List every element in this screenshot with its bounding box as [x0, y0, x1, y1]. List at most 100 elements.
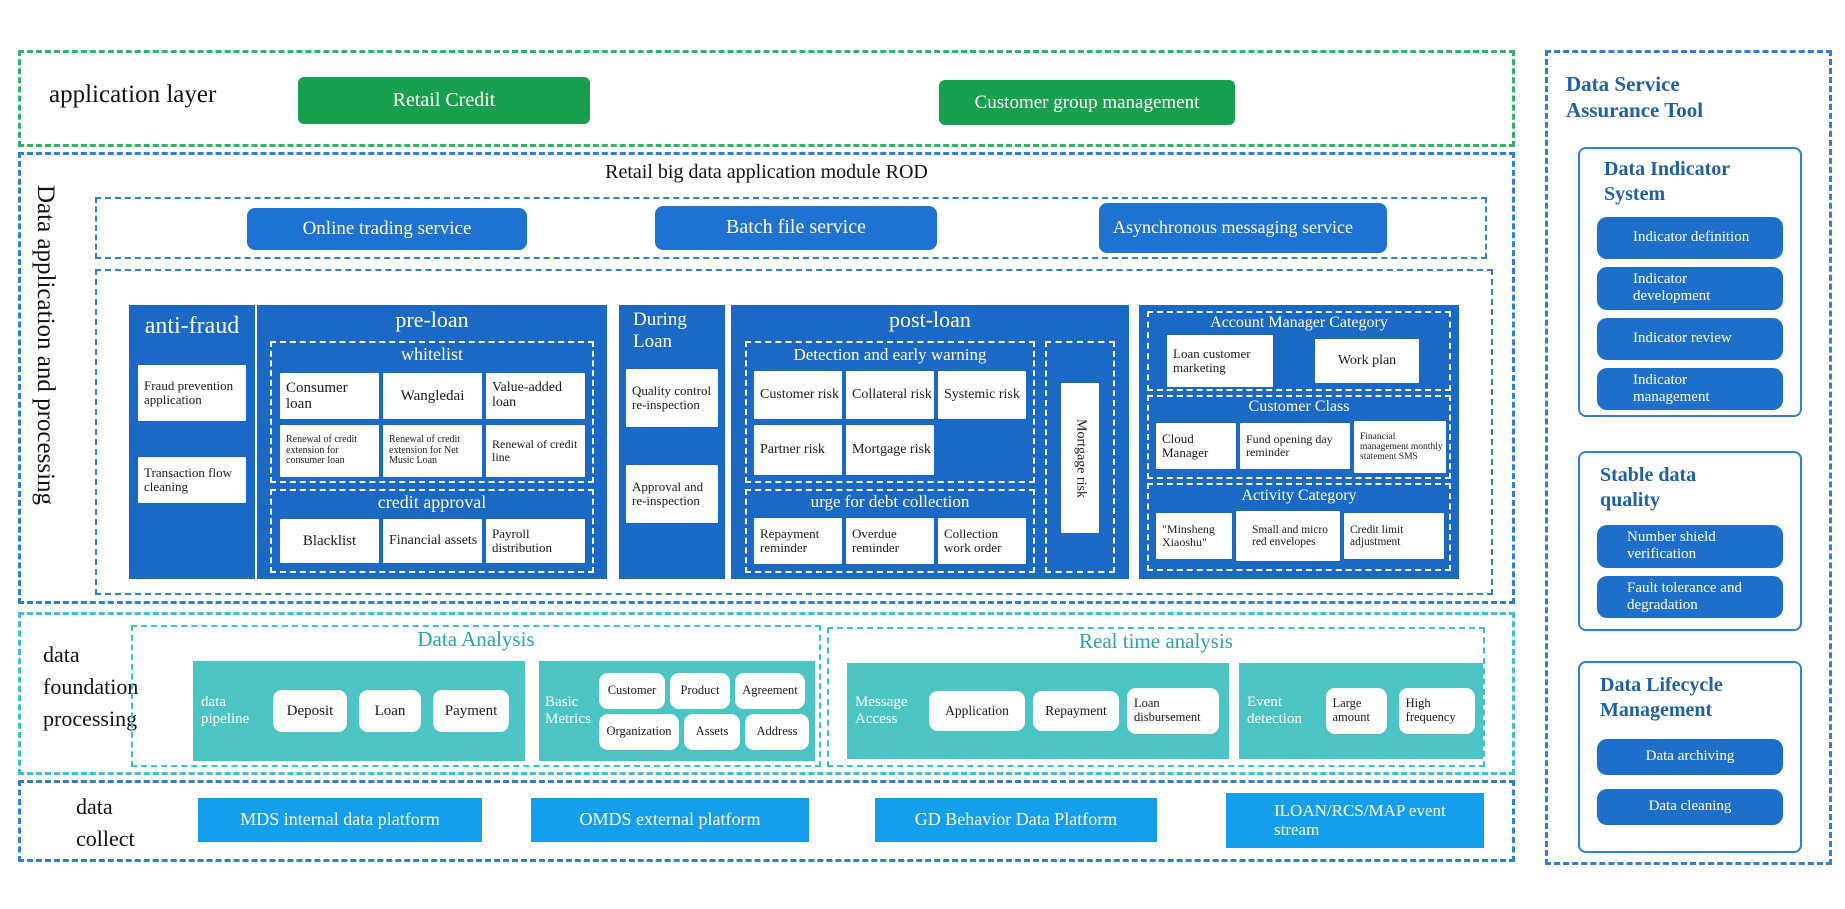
account-item: Work plan: [1315, 339, 1419, 383]
loan-disbursement-button[interactable]: Loan disbursement: [1127, 688, 1219, 734]
data-service-assurance-box: Data Service Assurance Tool Data Indicat…: [1545, 50, 1832, 865]
pre-loan-title: pre-loan: [395, 307, 469, 332]
data-indicator-system-title: Data Indicator System: [1604, 158, 1730, 205]
online-trading-service-button[interactable]: Online trading service: [247, 208, 527, 250]
customer-class-title: Customer Class: [1248, 398, 1350, 415]
retail-credit-button[interactable]: Retail Credit: [298, 77, 590, 124]
urge-item: Overdue reminder: [846, 518, 934, 564]
detection-early-warning-box: Detection and early warning Customer ris…: [745, 341, 1035, 483]
during-loan-title: During Loan: [633, 309, 687, 352]
message-access-panel: Message Access Application Repayment Loa…: [847, 663, 1229, 759]
mortgage-risk-box: Mortgage risk: [1061, 383, 1099, 533]
credit-approval-item: Payroll distribution: [486, 519, 585, 563]
application-button[interactable]: Application: [929, 691, 1025, 731]
data-application-side-label: Data application and processing: [32, 185, 59, 506]
rod-module-title: Retail big data application module ROD: [605, 161, 928, 183]
data-collect-label: data collect: [76, 794, 135, 851]
batch-file-service-button[interactable]: Batch file service: [655, 206, 937, 250]
payment-button[interactable]: Payment: [433, 690, 509, 732]
account-item: Cloud Manager: [1156, 423, 1236, 469]
account-item: Financial management monthly statement S…: [1354, 421, 1446, 473]
account-manager-panel: Account Manager Category Loan customer m…: [1139, 305, 1459, 579]
stable-data-quality-title: Stable data quality: [1600, 464, 1697, 511]
data-service-assurance-title: Data Service Assurance Tool: [1566, 72, 1704, 123]
account-item: "Minsheng Xiaoshu": [1156, 513, 1232, 559]
data-collect-box: data collect MDS internal data platform …: [18, 780, 1515, 862]
indicator-development-button[interactable]: Indicator development: [1597, 267, 1783, 310]
whitelist-item: Wangledai: [383, 373, 482, 419]
account-item: Fund opening day reminder: [1240, 423, 1350, 469]
data-foundation-box: data foundation processing Data Analysis…: [18, 612, 1515, 775]
stable-data-quality-box: Stable data quality Number shield verifi…: [1578, 451, 1802, 631]
risk-item: Partner risk: [754, 425, 842, 475]
data-analysis-title: Data Analysis: [417, 627, 535, 651]
basic-metrics-label: Basic Metrics: [545, 693, 591, 727]
indicator-review-button[interactable]: Indicator review: [1597, 317, 1783, 360]
customer-group-management-button[interactable]: Customer group management: [939, 80, 1235, 125]
anti-fraud-title: anti-fraud: [144, 313, 240, 339]
data-pipeline-label: data pipeline: [201, 693, 250, 727]
asynchronous-messaging-service-button[interactable]: Asynchronous messaging service: [1099, 203, 1387, 253]
anti-fraud-panel: anti-fraud Fraud prevention application …: [129, 305, 255, 579]
agreement-button[interactable]: Agreement: [735, 672, 805, 709]
risk-item: Collateral risk: [846, 371, 934, 419]
data-lifecycle-title: Data Lifecycle Management: [1600, 674, 1723, 721]
organization-button[interactable]: Organization: [599, 713, 679, 750]
data-pipeline-panel: data pipeline Deposit Loan Payment: [193, 661, 525, 761]
during-loan-item: Quality control re-inspection: [626, 369, 718, 427]
during-loan-item: Approval and re-inspection: [626, 465, 718, 523]
data-cleaning-button[interactable]: Data cleaning: [1597, 789, 1783, 825]
event-detection-label: Event detection: [1247, 693, 1302, 727]
product-button[interactable]: Product: [670, 672, 730, 709]
whitelist-item: Renewal of credit extension for consumer…: [280, 425, 379, 477]
data-application-processing-box: Data application and processing Retail b…: [18, 152, 1515, 604]
during-loan-panel: During Loan Quality control re-inspectio…: [619, 305, 725, 579]
application-layer-box: application layer Retail Credit Customer…: [18, 50, 1515, 147]
data-foundation-label: data foundation processing: [43, 642, 139, 731]
urge-item: Collection work order: [938, 518, 1026, 564]
credit-approval-title: credit approval: [377, 492, 487, 512]
account-manager-category-box: Account Manager Category Loan customer m…: [1147, 311, 1451, 391]
customer-class-box: Customer Class Cloud Manager Fund openin…: [1147, 395, 1451, 479]
indicator-definition-button[interactable]: Indicator definition: [1597, 217, 1783, 259]
mds-platform-button[interactable]: MDS internal data platform: [198, 798, 482, 842]
whitelist-item: Renewal of credit line: [486, 425, 585, 477]
whitelist-box: whitelist Consumer loan Wangledai Value-…: [270, 341, 594, 483]
transaction-flow-box: Transaction flow cleaning: [138, 457, 246, 503]
fraud-prevention-box: Fraud prevention application: [138, 365, 246, 421]
risk-item: Mortgage risk: [846, 425, 934, 475]
detection-title: Detection and early warning: [793, 345, 987, 364]
customer-button[interactable]: Customer: [599, 672, 665, 709]
account-manager-category-title: Account Manager Category: [1210, 314, 1388, 331]
data-lifecycle-box: Data Lifecycle Management Data archiving…: [1578, 661, 1802, 853]
large-amount-button[interactable]: Large amount: [1325, 688, 1387, 734]
repayment-button[interactable]: Repayment: [1033, 691, 1119, 731]
data-indicator-system-box: Data Indicator System Indicator definiti…: [1578, 147, 1802, 417]
risk-item: Systemic risk: [938, 371, 1026, 419]
omds-platform-button[interactable]: OMDS external platform: [531, 798, 809, 842]
iloan-event-stream-button[interactable]: ILOAN/RCS/MAP event stream: [1226, 793, 1484, 848]
services-box: Online trading service Batch file servic…: [95, 197, 1487, 259]
address-button[interactable]: Address: [745, 713, 809, 750]
high-frequency-button[interactable]: High frequency: [1398, 688, 1475, 734]
gd-behavior-platform-button[interactable]: GD Behavior Data Platform: [875, 798, 1157, 842]
risk-item: Customer risk: [754, 371, 842, 419]
event-detection-panel: Event detection Large amount High freque…: [1239, 663, 1483, 759]
data-analysis-box: Data Analysis data pipeline Deposit Loan…: [131, 625, 821, 767]
credit-approval-box: credit approval Blacklist Financial asse…: [270, 489, 594, 573]
message-access-label: Message Access: [855, 693, 908, 727]
assets-button[interactable]: Assets: [684, 713, 740, 750]
urge-title: urge for debt collection: [810, 492, 970, 511]
number-shield-button[interactable]: Number shield verification: [1597, 525, 1783, 568]
account-item: Credit limit adjustment: [1344, 513, 1444, 559]
pre-loan-panel: pre-loan whitelist Consumer loan Wangled…: [257, 305, 607, 579]
loan-button[interactable]: Loan: [359, 690, 421, 732]
deposit-button[interactable]: Deposit: [273, 690, 347, 732]
fault-tolerance-button[interactable]: Fault tolerance and degradation: [1597, 575, 1783, 618]
account-item: Small and micro red envelopes: [1236, 511, 1340, 561]
indicator-management-button[interactable]: Indicator management: [1597, 367, 1783, 410]
whitelist-item: Value-added loan: [486, 373, 585, 419]
mortgage-risk-label: Mortgage risk: [1073, 418, 1089, 498]
data-archiving-button[interactable]: Data archiving: [1597, 739, 1783, 775]
